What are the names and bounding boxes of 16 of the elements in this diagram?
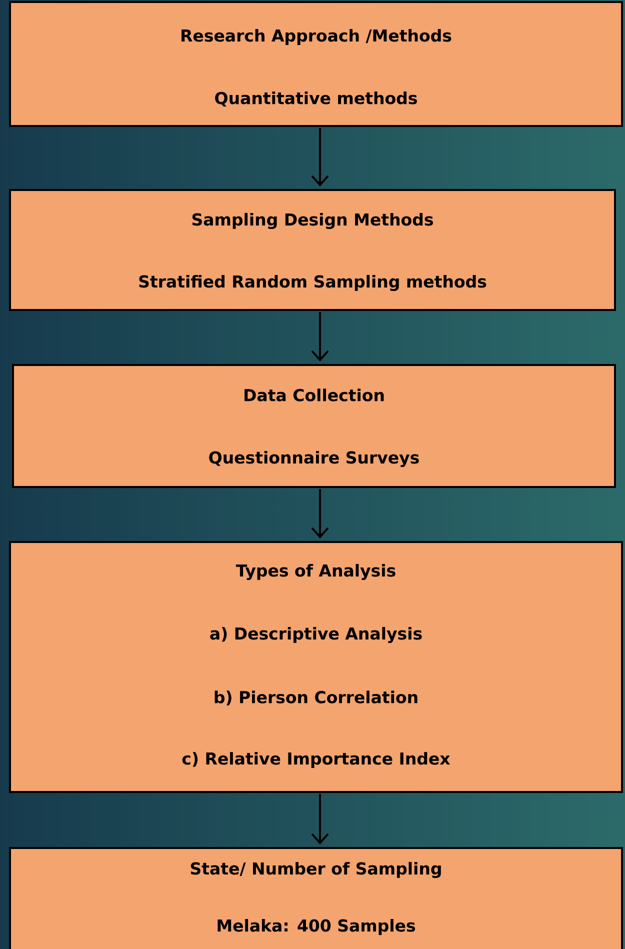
arrow [311,128,329,186]
box-text: State/ Number of Sampling [190,862,441,878]
box-text: Types of Analysis [236,564,396,580]
box-text: Quantitative methods [215,92,417,106]
box-text: Data Collection [244,388,384,402]
arrow [311,489,329,538]
box-text: Melaka: 400 Samples [218,919,416,935]
arrow [311,794,329,844]
box-text: b) Pierson Correlation [214,690,418,706]
box-text: a) Descriptive Analysis [210,626,422,644]
box-text: Stratified Random Sampling methods [139,274,486,292]
box-text: Questionnaire Surveys [209,450,419,468]
arrow [311,312,329,362]
box-text: c) Relative Importance Index [182,752,450,768]
box-text: Research Approach /Methods [182,29,452,45]
box-text: Sampling Design Methods [192,212,433,230]
